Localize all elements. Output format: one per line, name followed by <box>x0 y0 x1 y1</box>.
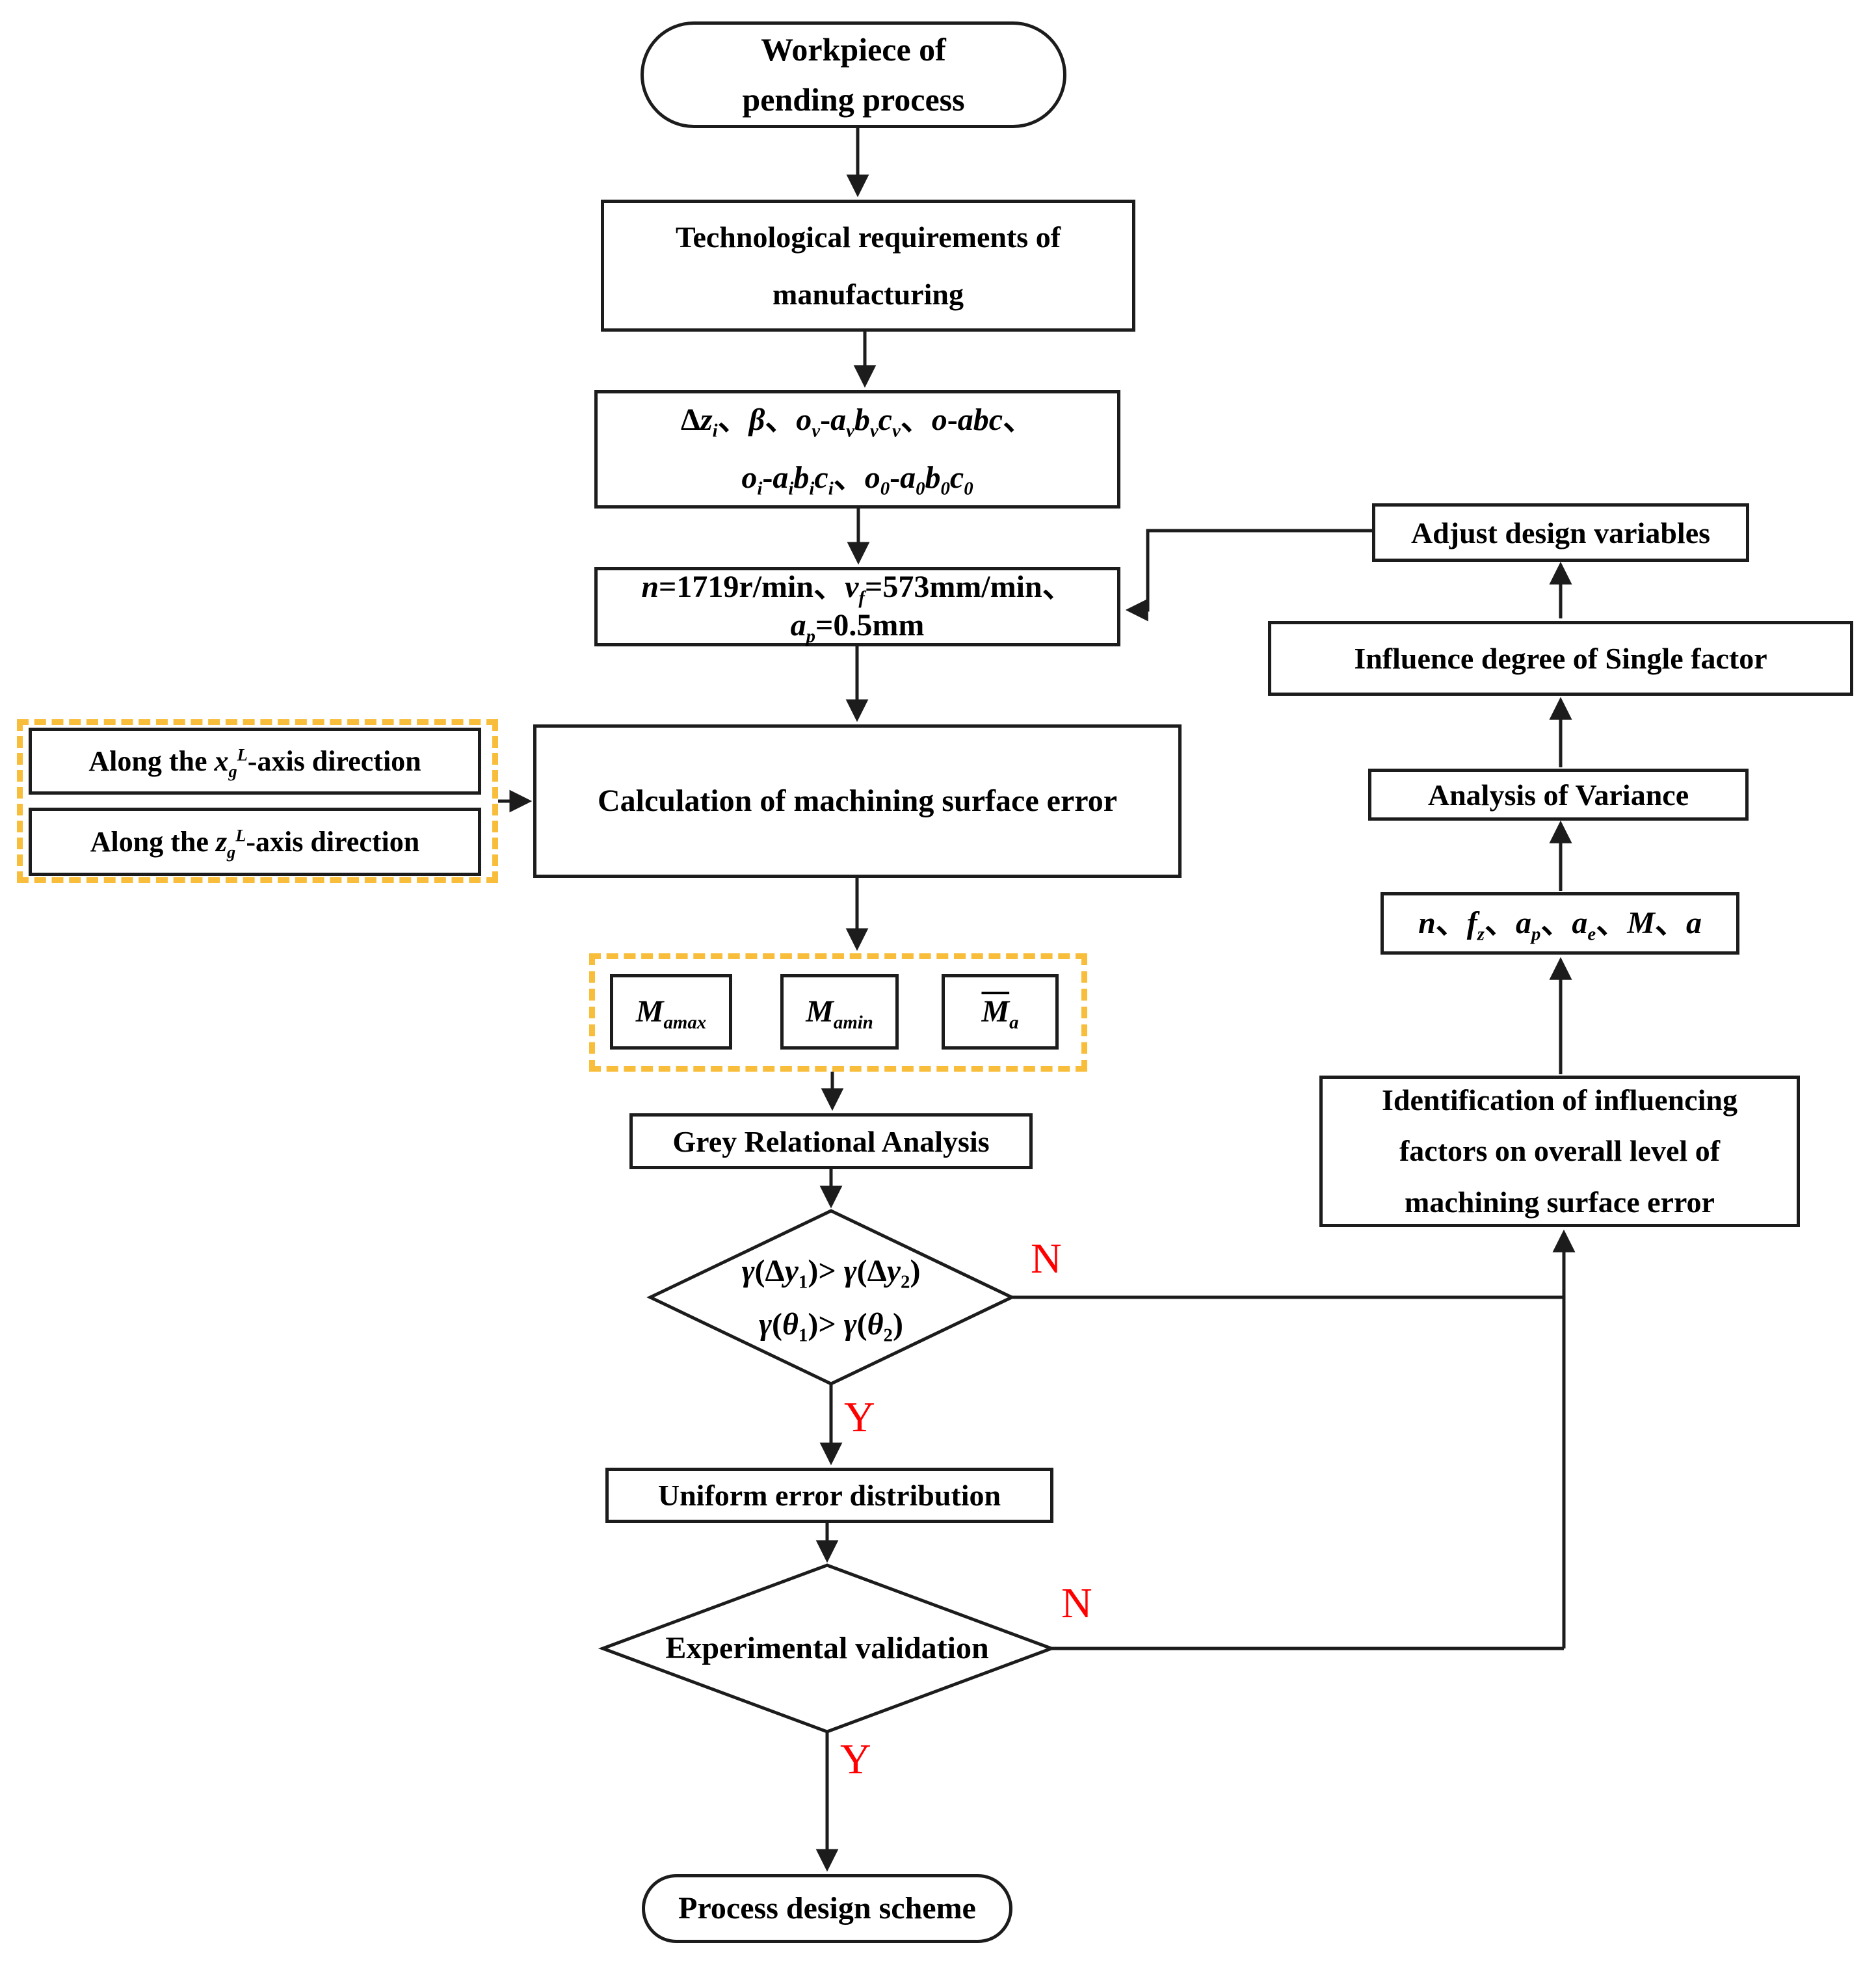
axis-direction-group <box>17 719 498 883</box>
error-metrics-group <box>589 953 1087 1072</box>
decision-grey-yes-label: Y <box>844 1394 875 1441</box>
adjust-variables-label: Adjust design variables <box>1410 516 1711 549</box>
m-mean-label: Ma <box>981 994 1019 1033</box>
edge-adjust-cutting <box>1125 529 1372 622</box>
identification-line3: machining surface error <box>1405 1185 1715 1219</box>
geometry-params-line1: Δzi、β、ov-avbvcv、o-abc、 <box>680 403 1035 442</box>
factors-node: n、fz、ap、ae、M、a <box>1381 892 1739 955</box>
geometry-params-node: Δzi、β、ov-avbvcv、o-abc、 oi-aibici、o0-a0b0… <box>594 390 1120 509</box>
calculation-node: Calculation of machining surface error <box>533 724 1182 878</box>
cutting-params-line1: n=1719r/min、vf=573mm/min、 <box>641 570 1074 609</box>
decision-experiment-no-label: N <box>1061 1580 1092 1627</box>
adjust-variables-node: Adjust design variables <box>1372 503 1749 562</box>
m-amin-label: Mamin <box>806 994 873 1033</box>
start-line1: Workpiece of <box>761 31 946 68</box>
decision-diamond-experiment <box>598 1563 1057 1734</box>
decision-experiment-text: Experimental validation <box>635 1611 1019 1686</box>
calculation-label: Calculation of machining surface error <box>597 784 1117 818</box>
decision-grey-text: γ(Δy1)> γ(Δy2) γ(θ1)> γ(θ2) <box>668 1237 994 1358</box>
decision-experiment-yes-label: Y <box>840 1736 871 1783</box>
along-x-axis-label: Along the xgL-axis direction <box>88 744 421 781</box>
cutting-params-line2: ap=0.5mm <box>790 608 925 647</box>
decision-grey-line1: γ(Δy1)> γ(Δy2) <box>741 1253 921 1293</box>
anova-node: Analysis of Variance <box>1368 769 1749 821</box>
start-node: Workpiece of pending process <box>641 21 1066 128</box>
identification-line1: Identification of influencing <box>1382 1083 1737 1117</box>
geometry-params-line2: oi-aibici、o0-a0b0c0 <box>741 460 973 499</box>
start-line2: pending process <box>742 81 965 118</box>
influence-degree-node: Influence degree of Single factor <box>1268 621 1853 696</box>
identification-node: Identification of influencing factors on… <box>1319 1076 1800 1227</box>
decision-grey-no-label: N <box>1031 1235 1062 1282</box>
along-z-axis-node: Along the zgL-axis direction <box>29 808 481 876</box>
m-amin-node: Mamin <box>780 974 899 1050</box>
m-mean-node: Ma <box>942 974 1059 1050</box>
m-amax-label: Mamax <box>635 994 707 1033</box>
grey-relational-node: Grey Relational Analysis <box>629 1113 1033 1169</box>
tech-line2: manufacturing <box>773 277 964 311</box>
decision-diamond-grey <box>646 1209 1016 1386</box>
end-label: Process design scheme <box>678 1891 976 1925</box>
uniform-error-label: Uniform error distribution <box>657 1479 1001 1512</box>
cutting-params-node: n=1719r/min、vf=573mm/min、 ap=0.5mm <box>594 567 1120 646</box>
tech-requirements-node: Technological requirements of manufactur… <box>601 200 1135 332</box>
influence-degree-label: Influence degree of Single factor <box>1354 642 1767 675</box>
decision-grey-line2: γ(θ1)> γ(θ2) <box>759 1306 903 1346</box>
factors-label: n、fz、ap、ae、M、a <box>1418 906 1702 945</box>
end-node: Process design scheme <box>642 1874 1012 1943</box>
identification-line2: factors on overall level of <box>1399 1134 1721 1168</box>
along-x-axis-node: Along the xgL-axis direction <box>29 728 481 795</box>
along-z-axis-label: Along the zgL-axis direction <box>90 825 420 862</box>
anova-label: Analysis of Variance <box>1427 778 1689 812</box>
grey-relational-label: Grey Relational Analysis <box>672 1124 990 1158</box>
m-amax-node: Mamax <box>610 974 732 1050</box>
uniform-error-node: Uniform error distribution <box>605 1468 1053 1523</box>
tech-line1: Technological requirements of <box>675 220 1061 254</box>
decision-experiment-label: Experimental validation <box>665 1631 989 1665</box>
